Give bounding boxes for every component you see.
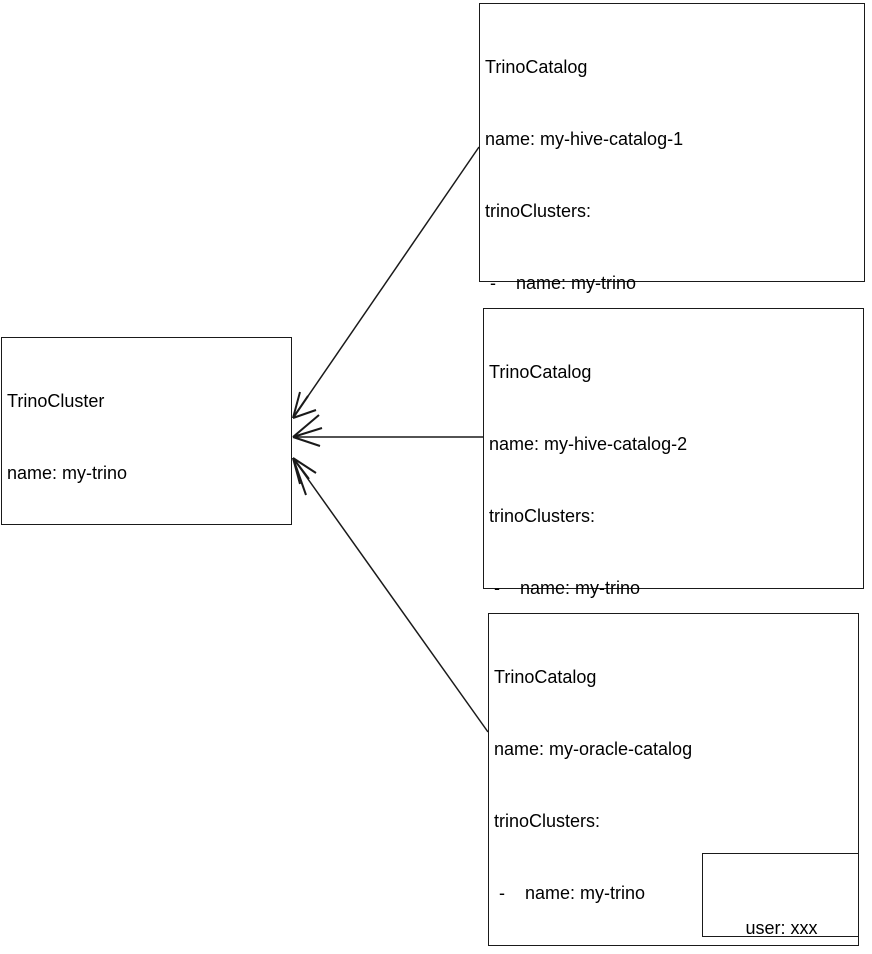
edge-catalog2-to-cluster[interactable] bbox=[292, 414, 483, 447]
catalog-2-line-0: TrinoCatalog bbox=[489, 362, 592, 382]
catalog-3-line-3: - name: my-trino bbox=[494, 883, 646, 903]
catalog-1-line-2: trinoClusters: bbox=[485, 201, 592, 221]
catalog-1-line-1: name: my-hive-catalog-1 bbox=[485, 129, 684, 149]
trino-cluster-line-1: name: my-trino bbox=[7, 463, 128, 483]
credentials-line-0: user: xxx bbox=[745, 918, 818, 938]
catalog-3-line-0: TrinoCatalog bbox=[494, 667, 597, 687]
catalog-1-line-3: - name: my-trino bbox=[485, 273, 637, 293]
catalog-2-line-1: name: my-hive-catalog-2 bbox=[489, 434, 688, 454]
node-trino-catalog-hive-2[interactable]: TrinoCatalog name: my-hive-catalog-2 tri… bbox=[483, 308, 864, 886]
node-credentials-secret[interactable]: user: xxx password: xxx bbox=[702, 853, 859, 938]
catalog-3-line-1: name: my-oracle-catalog bbox=[494, 739, 693, 759]
node-trino-cluster[interactable]: TrinoCluster name: my-trino bbox=[1, 337, 292, 525]
node-trino-catalog-oracle[interactable]: TrinoCatalog name: my-oracle-catalog tri… bbox=[488, 613, 859, 946]
edge-catalog3-to-cluster[interactable] bbox=[292, 457, 489, 733]
catalog-3-text: TrinoCatalog name: my-oracle-catalog tri… bbox=[494, 617, 803, 954]
catalog-2-line-3: - name: my-trino bbox=[489, 578, 641, 598]
node-trino-catalog-hive-1[interactable]: TrinoCatalog name: my-hive-catalog-1 tri… bbox=[479, 3, 865, 653]
credentials-text: user: xxx password: xxx bbox=[703, 868, 860, 954]
trino-cluster-text: TrinoCluster name: my-trino bbox=[7, 341, 127, 533]
edge-catalog1-to-cluster[interactable] bbox=[292, 146, 480, 419]
catalog-2-line-2: trinoClusters: bbox=[489, 506, 596, 526]
trino-cluster-line-0: TrinoCluster bbox=[7, 391, 105, 411]
catalog-1-line-0: TrinoCatalog bbox=[485, 57, 588, 77]
catalog-3-line-2: trinoClusters: bbox=[494, 811, 601, 831]
